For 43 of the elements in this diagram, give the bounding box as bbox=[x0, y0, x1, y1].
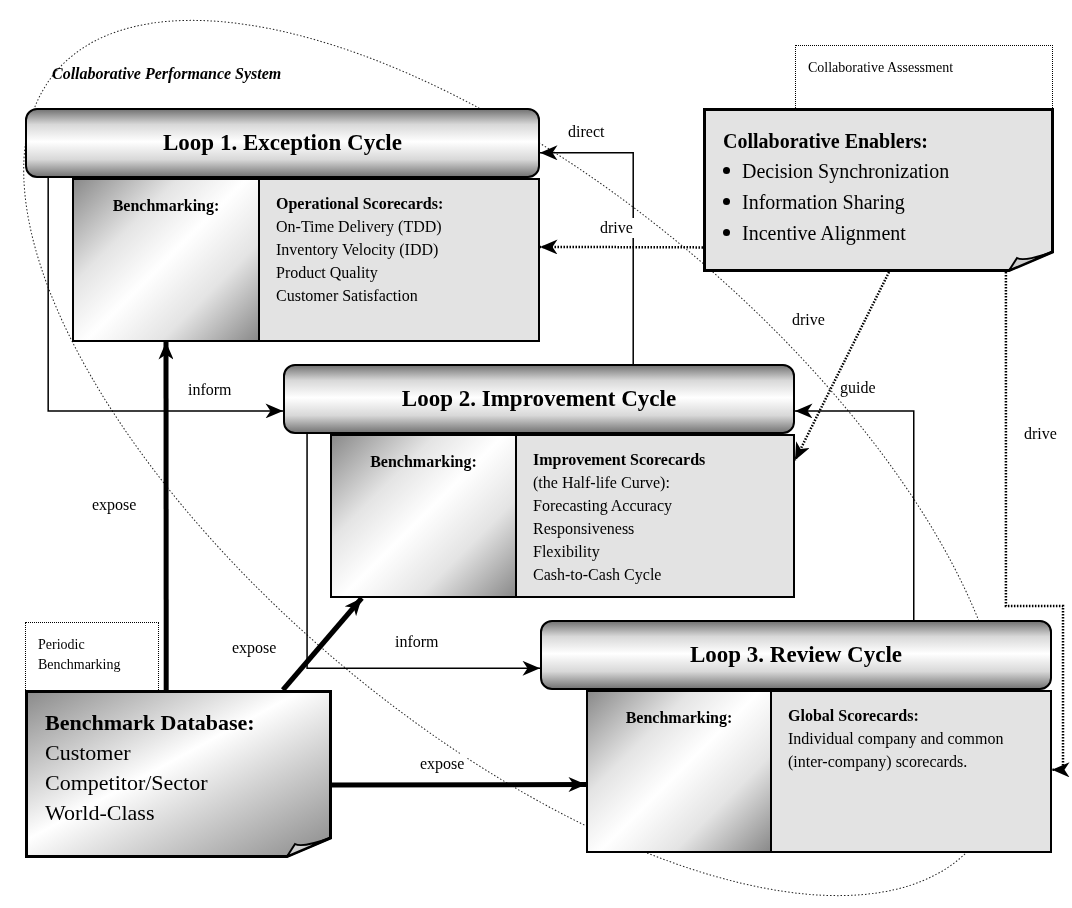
panel-heading: Benchmarking: bbox=[625, 709, 733, 726]
panel-heading: Benchmarking: bbox=[370, 453, 477, 470]
note-item: World-Class bbox=[45, 799, 156, 827]
note-heading: Collaborative Enablers: bbox=[723, 129, 929, 154]
bullet-item: Incentive Alignment bbox=[723, 218, 950, 249]
arrow bbox=[793, 271, 891, 461]
scorecard-item: (the Half-life Curve): bbox=[533, 473, 671, 494]
panel-heading: Improvement Scorecards bbox=[533, 450, 707, 471]
scorecard-item: On-Time Delivery (TDD) bbox=[276, 217, 443, 238]
arrow bbox=[158, 342, 174, 690]
note-item: Competitor/Sector bbox=[45, 769, 209, 797]
arrow bbox=[306, 433, 541, 676]
arrow bbox=[47, 177, 284, 419]
cycle-title: Loop 1. Exception Cycle bbox=[163, 128, 402, 157]
scorecard-item: Customer Satisfaction bbox=[276, 286, 419, 306]
edge-label: drive bbox=[598, 218, 635, 238]
scorecard-item: Product Quality bbox=[276, 263, 379, 284]
arrow bbox=[1004, 272, 1070, 778]
cycle-title: Loop 2. Improvement Cycle bbox=[401, 384, 677, 413]
scorecard-item: Inventory Velocity (IDD) bbox=[276, 240, 440, 261]
arrow bbox=[540, 239, 703, 255]
arrow bbox=[281, 596, 364, 692]
scorecard-item: Flexibility bbox=[533, 542, 601, 563]
arrow bbox=[539, 145, 634, 365]
tab-label: Periodic Benchmarking bbox=[38, 636, 122, 674]
panel-heading: Global Scorecards: bbox=[788, 706, 920, 726]
tab-label: Collaborative Assessment bbox=[808, 59, 955, 77]
scorecard-item: Individual company and common (inter-company) scorecards. bbox=[788, 729, 1005, 773]
scorecard-item: Cash-to-Cash Cycle bbox=[533, 565, 663, 586]
bullet-item: Decision Synchronization bbox=[723, 156, 950, 187]
bullet-item: Information Sharing bbox=[723, 187, 950, 218]
note-heading: Benchmark Database: bbox=[45, 709, 255, 737]
edge-label: expose bbox=[418, 754, 467, 774]
panel-heading: Operational Scorecards: bbox=[276, 194, 445, 215]
boundary-label: Collaborative Performance System bbox=[52, 64, 282, 85]
scorecard-item: Forecasting Accuracy bbox=[533, 496, 674, 517]
scorecard-item: Responsiveness bbox=[533, 519, 636, 540]
panel-heading: Benchmarking: bbox=[112, 197, 220, 214]
edge-label: guide bbox=[838, 378, 878, 398]
cycle-title: Loop 3. Review Cycle bbox=[689, 640, 903, 669]
arrow bbox=[332, 777, 586, 793]
note-item: Customer bbox=[45, 739, 132, 767]
arrow bbox=[794, 403, 915, 621]
